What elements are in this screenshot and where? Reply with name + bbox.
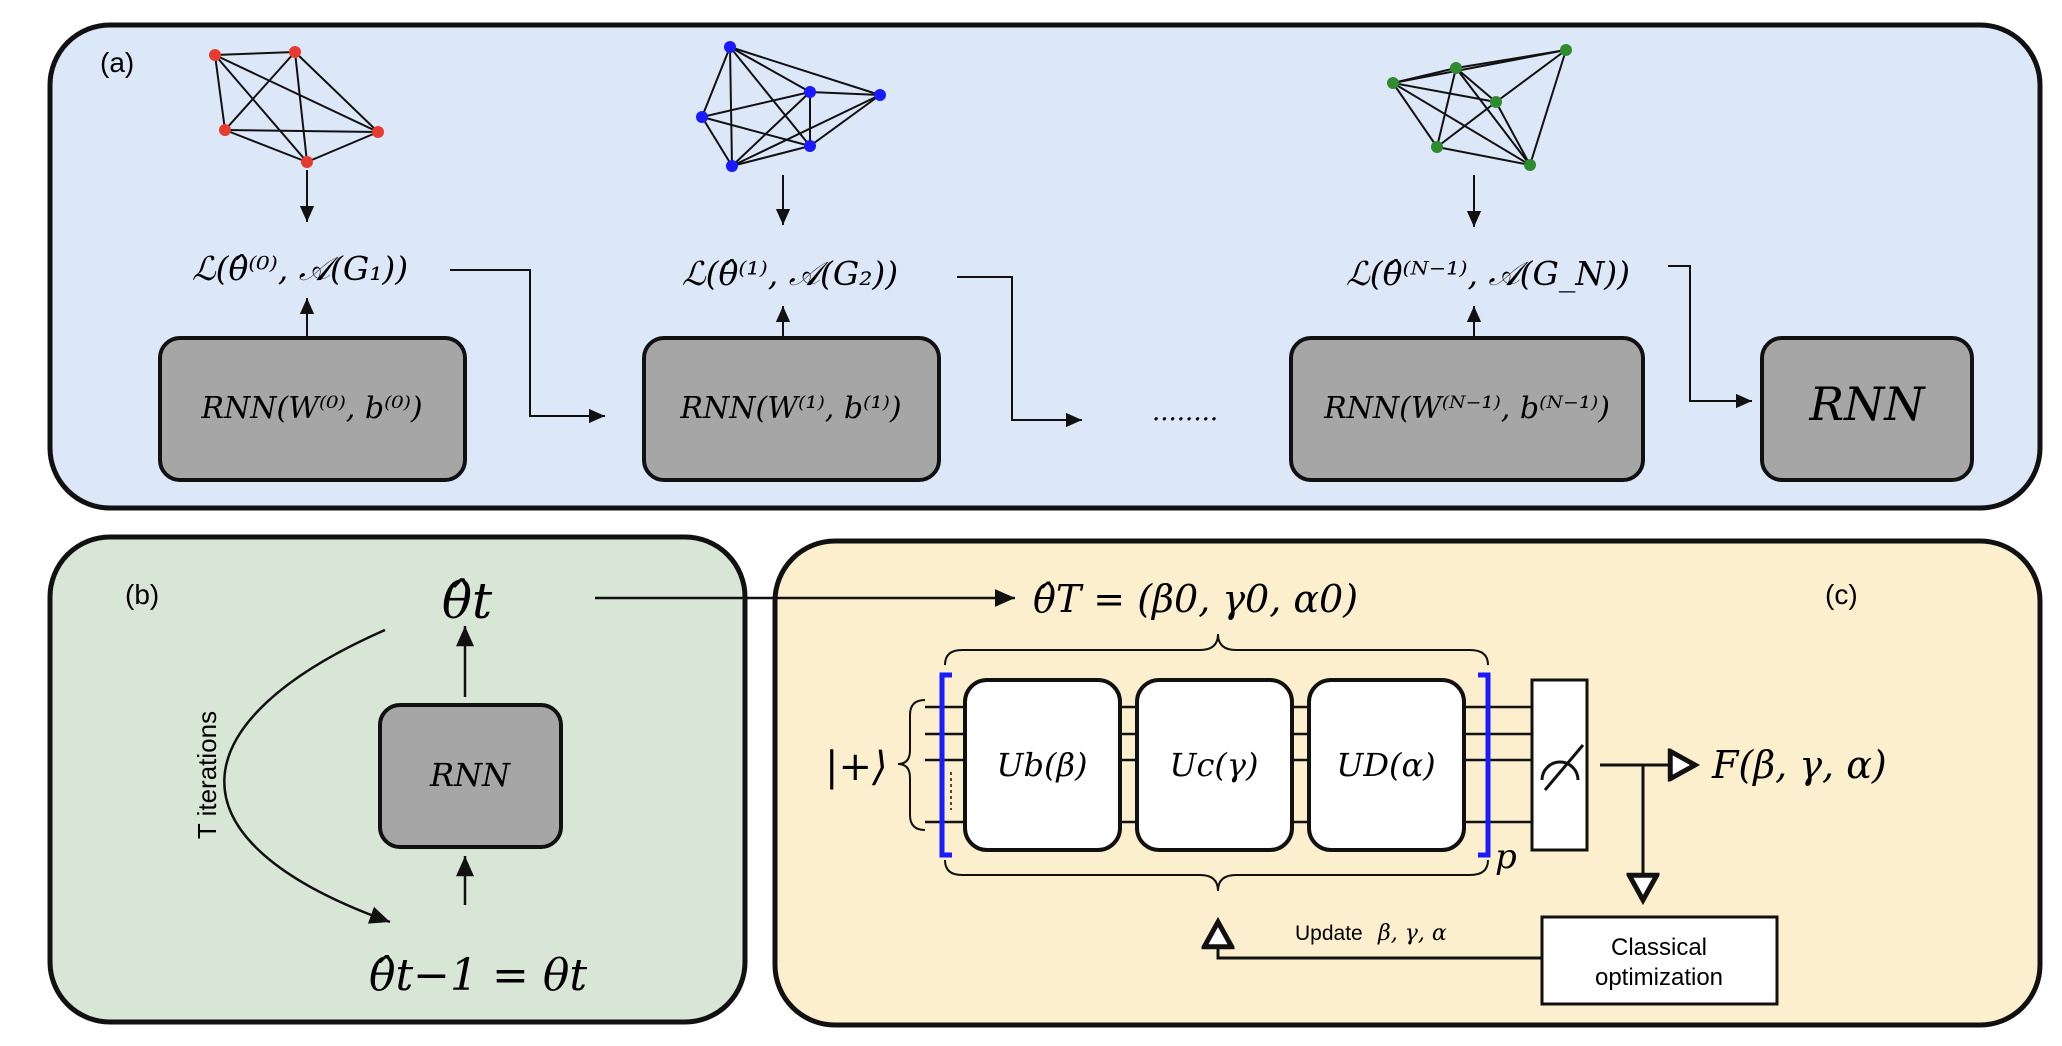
update-params: β, γ, α [1377,921,1447,946]
update-label: Update [1295,922,1363,945]
optimizer-label-2: optimization [1595,964,1723,991]
bracket-left [939,672,952,858]
meter-icon [1540,744,1585,791]
loss-1: ℒ(θ̂⁽⁰⁾, 𝒜(G₁)) [192,249,408,288]
loss-3: ℒ(θ̂⁽ᴺ⁻¹⁾, 𝒜(G_N)) [1346,254,1630,294]
rnn-box-b [378,703,563,849]
rnn-box-final [1760,336,1974,482]
theta-prev: θ̂t−1 = θt [369,950,587,1001]
gate-ub-label: Ub(β) [997,746,1088,784]
optimizer-box [1540,915,1779,1006]
rnn-box-3 [1289,336,1645,482]
panel-b-label: (b) [125,579,159,610]
rnn-label-final: RNN [1808,377,1926,431]
graph-2 [701,46,881,167]
optimizer-label-1: Classical [1611,934,1707,961]
rnn-label-1: RNN(W⁽⁰⁾, b⁽⁰⁾) [200,391,422,426]
theta-T: θ̂T = (β0, γ0, α0) [1033,577,1358,621]
panel-a-label: (a) [100,47,134,78]
gate-ud [1307,678,1466,852]
graph-1-nodes [209,46,384,168]
arrow-stage-3-final [1668,265,1752,409]
gate-uc-label: Uc(γ) [1170,746,1259,784]
panel-c-label: (c) [1825,579,1858,610]
ket-plus: |+⟩ [825,744,888,790]
bottom-brace [944,859,1489,892]
iteration-loop-arrow [223,628,391,924]
graph-3-nodes [1387,44,1572,171]
rnn-label-3: RNN(W⁽ᴺ⁻¹⁾, b⁽ᴺ⁻¹⁾) [1323,391,1610,426]
gate-ud-label: UD(α) [1336,746,1435,784]
rnn-label-2: RNN(W⁽¹⁾, b⁽¹⁾) [679,391,901,426]
rnn-label-b: RNN [429,756,511,794]
rnn-box-1 [158,336,467,482]
theta-t: θ̂t [442,572,493,630]
graph-1 [214,51,379,163]
loss-2: ℒ(θ̂⁽¹⁾, 𝒜(G₂)) [682,254,898,293]
graph-2-nodes [696,41,886,172]
arrow-feedback [1218,922,1542,960]
gate-uc [1135,678,1294,852]
gate-ub [963,678,1122,852]
left-brace [897,699,926,831]
measurement-box [1530,678,1589,852]
bracket-right [1478,672,1491,858]
iterations-label: T iterations [192,711,222,839]
top-brace [944,633,1489,666]
layer-count-p: p [1495,837,1517,877]
output-function: F(β, γ, α) [1711,743,1887,787]
stage-ellipsis: ........ [1152,397,1218,427]
rnn-box-2 [642,336,941,482]
graph-3 [1392,49,1567,166]
arrow-stage-1-2 [450,269,605,424]
arrow-stage-2-3 [957,276,1082,428]
